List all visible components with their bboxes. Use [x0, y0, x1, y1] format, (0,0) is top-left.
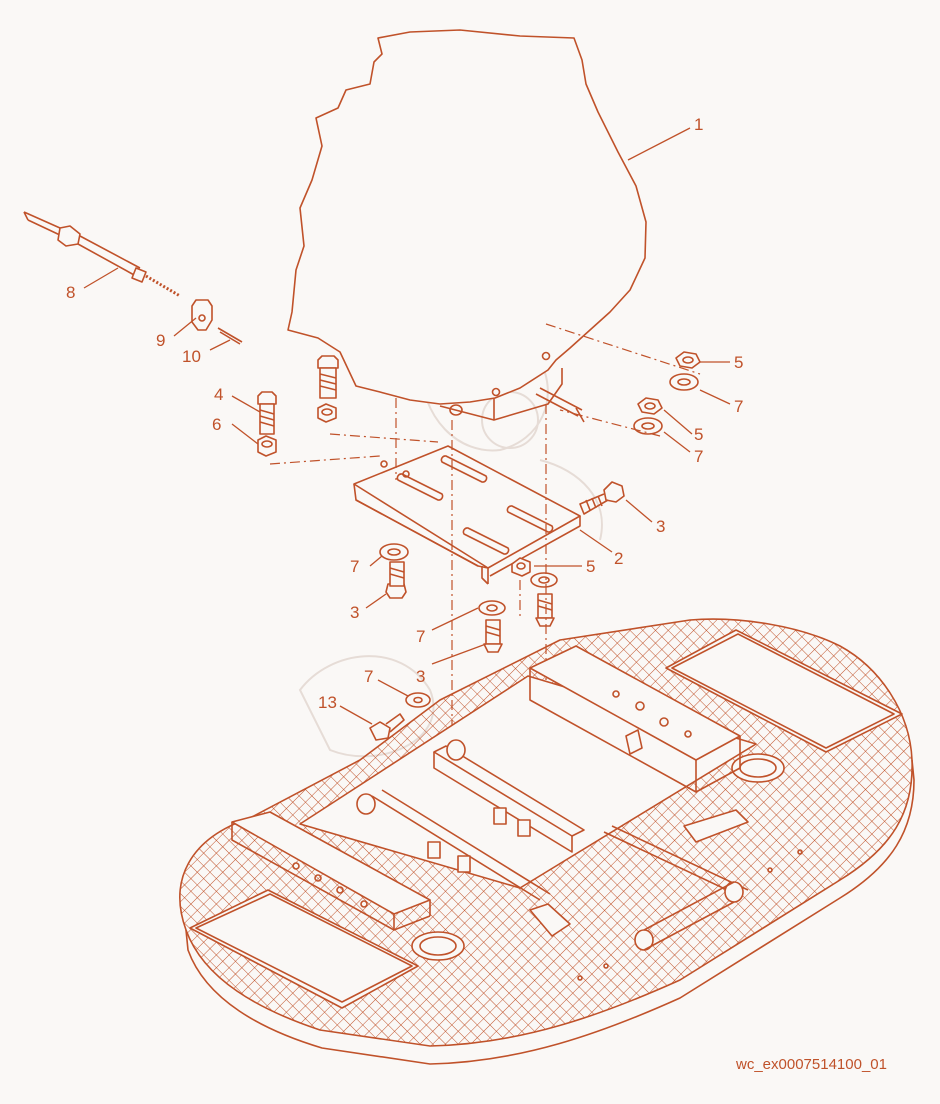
washer-frame-left: [405, 692, 431, 708]
bolt-frame-center: [483, 619, 503, 653]
nut-right-upper: [675, 351, 701, 369]
callout-1: 1: [694, 115, 703, 134]
throttle-cable: [23, 211, 181, 298]
cable-clevis: [191, 299, 213, 331]
leader-lines: [83, 127, 731, 725]
lock-nut-engine-left: [317, 403, 337, 423]
bolt-plate-right-lower: [535, 593, 555, 627]
callout-8: 8: [66, 283, 75, 302]
nut-right-lower: [637, 397, 663, 415]
callout-13: 13: [318, 693, 337, 712]
lock-nut-left: [257, 435, 277, 457]
nut-plate-center: [511, 557, 531, 577]
callout-3-b: 3: [350, 603, 359, 622]
bolt-plate-right: [579, 481, 625, 515]
callout-5-c: 5: [586, 557, 595, 576]
callout-7-c: 7: [350, 557, 359, 576]
callout-3-a: 3: [656, 517, 665, 536]
callout-4: 4: [214, 385, 223, 404]
washer-plate-right: [530, 572, 558, 588]
callout-7-d: 7: [416, 627, 425, 646]
washer-right-upper: [669, 373, 699, 391]
engine-mounting-plate: [353, 445, 581, 585]
callout-9: 9: [156, 331, 165, 350]
callout-5-b: 5: [694, 425, 703, 444]
callout-labels: 1 2 3 3 3 4 5 5 5 6 7 7 7 7 7 8 9 10 13: [66, 115, 743, 712]
callout-6: 6: [212, 415, 221, 434]
callout-3-c: 3: [416, 667, 425, 686]
figure-code: wc_ex0007514100_01: [736, 1056, 887, 1073]
washer-frame-center: [478, 600, 506, 616]
washer-right-lower: [633, 417, 663, 435]
bolt-left: [257, 391, 277, 435]
callout-7-e: 7: [364, 667, 373, 686]
callout-10: 10: [182, 347, 201, 366]
callout-2: 2: [614, 549, 623, 568]
bolt-frame-side: [369, 713, 405, 741]
callout-5-a: 5: [734, 353, 743, 372]
bolt-plate-left-lower: [385, 561, 407, 599]
callout-7-b: 7: [694, 447, 703, 466]
callout-7-a: 7: [734, 397, 743, 416]
bolt-engine-left: [317, 355, 339, 399]
platform-frame: [179, 618, 915, 1065]
cotter-pin: [217, 327, 243, 345]
washer-plate-left: [379, 543, 409, 561]
engine: [287, 29, 647, 423]
